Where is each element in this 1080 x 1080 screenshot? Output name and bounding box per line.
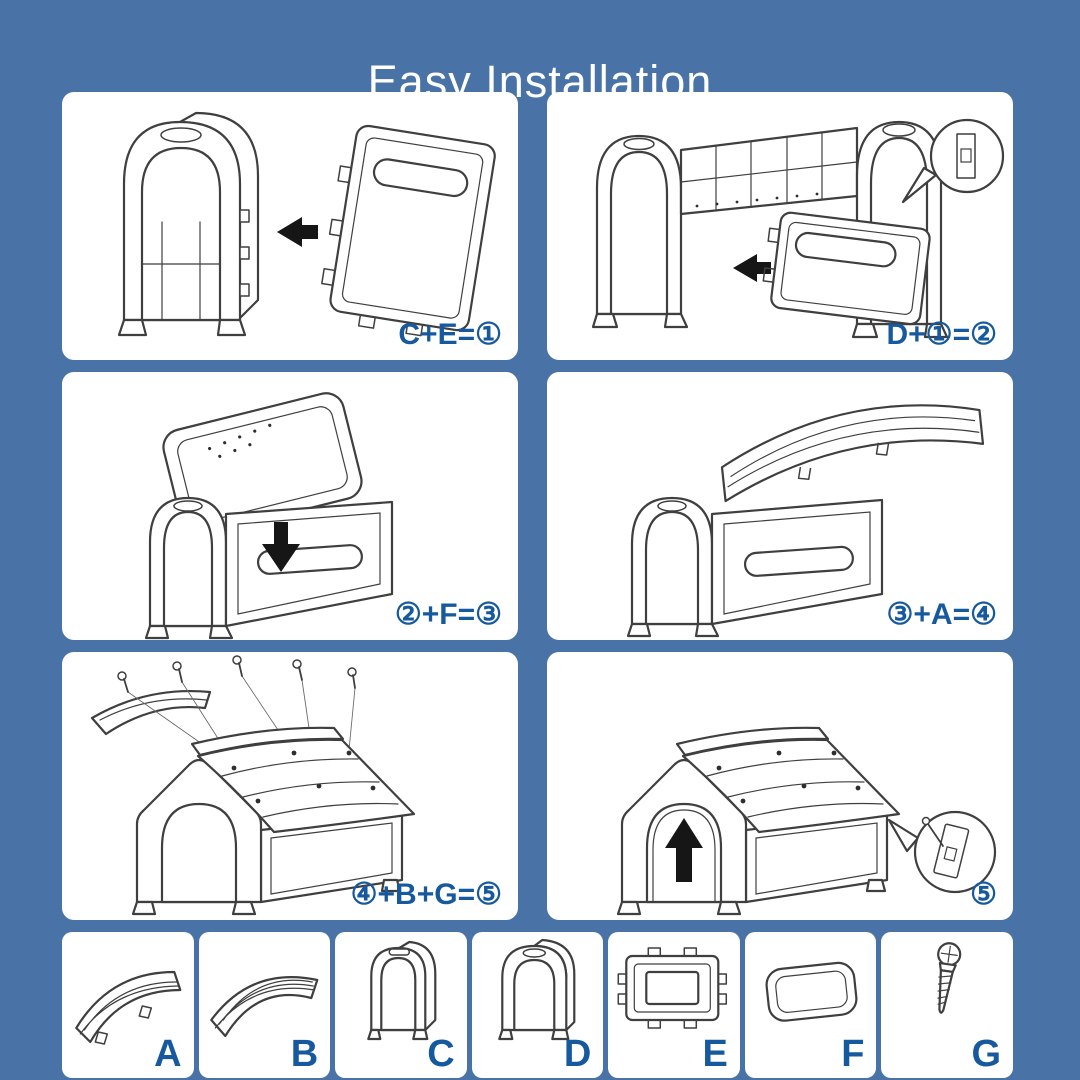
screw-detail-callout <box>887 810 997 894</box>
step-panel-3: ②+F=③ <box>62 372 518 640</box>
part-g-label: G <box>971 1033 1002 1075</box>
step-panel-2: D+①=② <box>547 92 1013 360</box>
part-c-label: C <box>427 1033 455 1075</box>
back-panel-e-icon <box>617 947 728 1029</box>
house-body <box>626 496 884 638</box>
step-panel-5: ④+B+G=⑤ <box>62 652 518 920</box>
insert-arrow-icon <box>262 522 300 572</box>
part-panel-g: G <box>881 932 1014 1078</box>
assembled-house <box>131 726 416 916</box>
screw-g-icon <box>937 942 962 1014</box>
clip-detail-callout <box>901 118 1005 204</box>
roof-panel-hovering <box>720 404 985 503</box>
step-panel-1: C+E=① <box>62 92 518 360</box>
step-2-label: D+①=② <box>886 318 998 351</box>
step-2-illustration <box>591 118 1005 339</box>
part-panel-d: D <box>471 932 604 1078</box>
parts-row: A B C <box>62 932 1014 1078</box>
back-panel-part <box>321 124 496 337</box>
side-panel-attaching <box>762 211 931 326</box>
part-f-label: F <box>841 1033 865 1075</box>
step-5-illustration <box>90 655 416 916</box>
roof-panel-a-icon <box>75 970 182 1045</box>
part-panel-a: A <box>62 932 194 1078</box>
step-3-illustration <box>144 392 394 640</box>
part-panel-c: C <box>335 932 467 1078</box>
part-d-label: D <box>563 1033 592 1075</box>
step-3-label: ②+F=③ <box>394 598 502 631</box>
step-1-label: C+E=① <box>398 318 502 351</box>
front-door-panel-d-icon <box>497 938 576 1041</box>
finished-house <box>616 726 901 916</box>
arch-frame-part <box>117 111 260 337</box>
part-e-label: E <box>702 1033 728 1075</box>
part-panel-f: F <box>744 932 877 1078</box>
part-panel-b: B <box>198 932 331 1078</box>
step-5-label: ④+B+G=⑤ <box>350 878 502 911</box>
step-1-illustration <box>117 111 496 337</box>
roof-panel-b-icon <box>209 976 318 1038</box>
open-top-body <box>144 496 394 640</box>
part-b-label: B <box>290 1033 319 1075</box>
step-4-label: ③+A=④ <box>886 598 998 631</box>
step-6-label: ⑤ <box>970 878 997 911</box>
step-panel-6: ⑤ <box>547 652 1013 920</box>
step-4-illustration <box>626 404 985 638</box>
step-panel-4: ③+A=④ <box>547 372 1013 640</box>
part-panel-e: E <box>608 932 740 1078</box>
floor-panel-f-icon <box>765 961 858 1022</box>
step-6-illustration <box>616 726 997 916</box>
part-a-label: A <box>154 1033 182 1075</box>
up-arrow-icon <box>665 818 703 882</box>
arch-frame-c-icon <box>367 940 437 1041</box>
attach-arrow-icon <box>733 254 771 282</box>
attach-arrow-icon <box>277 217 318 247</box>
roof-panel-b-hovering <box>90 689 212 736</box>
